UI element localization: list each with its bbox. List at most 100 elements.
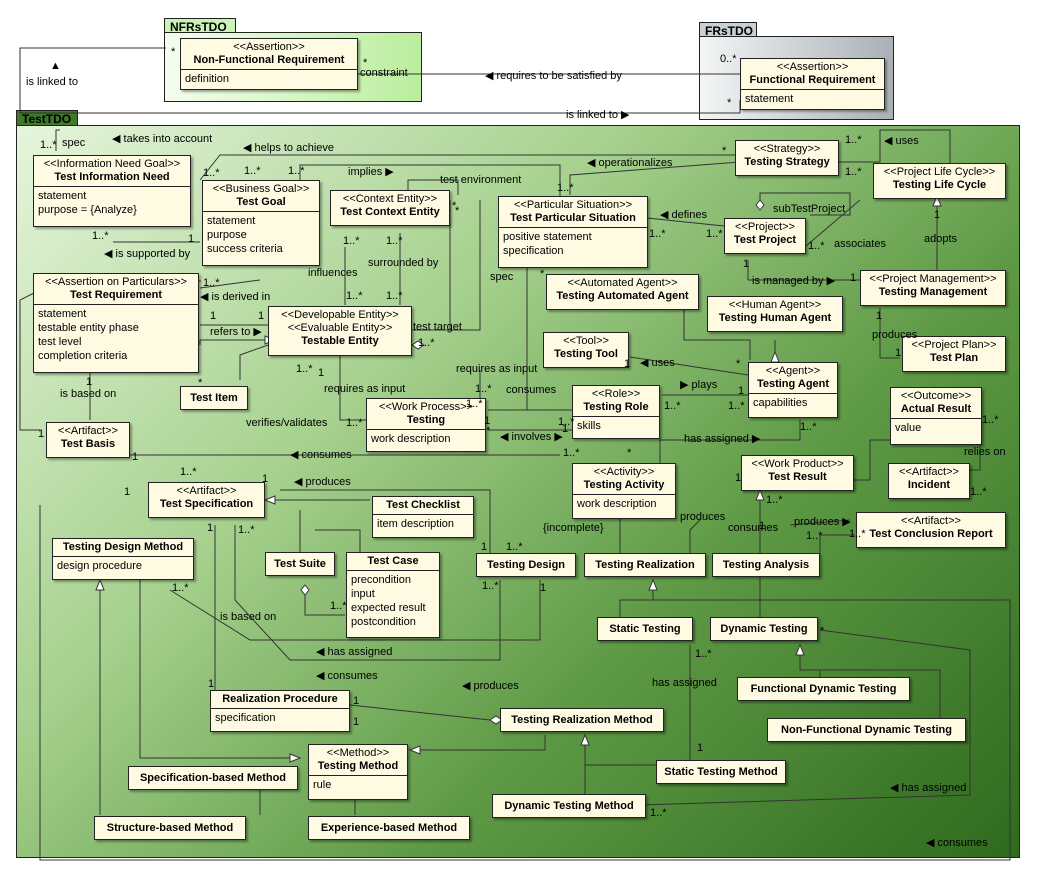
- class-name: Testing Design: [486, 559, 566, 571]
- association-label: produces: [872, 329, 918, 341]
- multiplicity: *: [540, 268, 545, 280]
- stereotype: <<Artifact>>: [901, 515, 961, 527]
- class-functional-requirement[interactable]: <<Assertion>>Functional Requirement stat…: [740, 58, 885, 110]
- class-testing-life-cycle[interactable]: <<Project Life Cycle>>Testing Life Cycle: [873, 163, 1006, 199]
- attribute: purpose = {Analyze}: [38, 204, 137, 216]
- class-testing-automated-agent[interactable]: <<Automated Agent>>Testing Automated Age…: [546, 274, 699, 310]
- multiplicity: 1..*: [970, 486, 987, 498]
- class-realization-procedure[interactable]: Realization Procedure specification: [210, 690, 350, 732]
- multiplicity: 1: [353, 695, 360, 707]
- class-test-particular-situation[interactable]: <<Particular Situation>>Test Particular …: [498, 196, 648, 268]
- class-name: Testing Activity: [583, 479, 665, 491]
- class-testing-role[interactable]: <<Role>>Testing Role skills: [572, 385, 660, 439]
- attribute: specification: [215, 712, 276, 724]
- multiplicity: 1..*: [664, 400, 681, 412]
- multiplicity: *: [363, 57, 368, 69]
- multiplicity: *: [727, 97, 732, 109]
- class-name: Test Information Need: [54, 171, 170, 183]
- class-name: Testable Entity: [301, 335, 379, 347]
- association-label: requires as input: [456, 363, 538, 375]
- class-name: Test Plan: [929, 352, 979, 364]
- class-testing-agent[interactable]: <<Agent>>Testing Agent capabilities: [748, 362, 838, 418]
- class-non-functional-requirement[interactable]: <<Assertion>>Non-Functional Requirement …: [180, 38, 358, 90]
- class-testing-design-method[interactable]: Testing Design Method design procedure: [52, 538, 194, 580]
- association-label: ◀ produces: [462, 680, 519, 692]
- class-functional-dynamic-testing[interactable]: Functional Dynamic Testing: [737, 677, 910, 701]
- association-label: test target: [413, 321, 462, 333]
- class-name: Functional Dynamic Testing: [750, 683, 897, 695]
- class-testing-human-agent[interactable]: <<Human Agent>>Testing Human Agent: [707, 296, 843, 332]
- class-test-specification[interactable]: <<Artifact>>Test Specification: [148, 482, 265, 518]
- attribute: statement: [38, 190, 87, 202]
- stereotype: <<Assertion>>: [233, 41, 305, 53]
- multiplicity: 1..*: [92, 230, 109, 242]
- multiplicity: 1..*: [557, 182, 574, 194]
- class-name: Incident: [907, 479, 951, 491]
- class-name: Test Item: [190, 392, 238, 404]
- class-test-context-entity[interactable]: <<Context Entity>>Test Context Entity: [330, 190, 450, 226]
- class-test-information-need[interactable]: <<Information Need Goal>>Test Informatio…: [33, 155, 191, 227]
- class-name: Testing Role: [583, 401, 649, 413]
- class-static-testing[interactable]: Static Testing: [597, 617, 693, 641]
- association-label: ◀ is derived in: [200, 291, 271, 303]
- multiplicity: 1..*: [346, 290, 363, 302]
- multiplicity: 1..*: [800, 421, 817, 433]
- association-label: ◀ defines: [660, 209, 707, 221]
- class-testing-realization[interactable]: Testing Realization: [584, 553, 706, 577]
- class-testing[interactable]: <<Work Process>>Testing work description: [366, 398, 486, 452]
- attribute: definition: [185, 73, 230, 85]
- class-test-project[interactable]: <<Project>>Test Project: [724, 218, 806, 254]
- association-label: produces: [680, 511, 726, 523]
- class-test-requirement[interactable]: <<Assertion on Particulars>>Test Require…: [33, 273, 199, 373]
- attribute: expected result: [351, 602, 426, 614]
- class-test-basis[interactable]: <<Artifact>>Test Basis: [46, 422, 130, 458]
- association-label: {incomplete}: [543, 522, 604, 534]
- class-test-result[interactable]: <<Work Product>>Test Result: [741, 455, 854, 491]
- multiplicity: 1: [738, 385, 745, 397]
- class-testing-method[interactable]: <<Method>>Testing Method rule: [308, 744, 408, 800]
- attribute: positive statement: [503, 231, 592, 243]
- class-test-suite[interactable]: Test Suite: [265, 552, 335, 576]
- class-test-item[interactable]: Test Item: [180, 386, 248, 410]
- class-test-conclusion-report[interactable]: <<Artifact>>Test Conclusion Report: [856, 512, 1006, 548]
- class-experience-based-method[interactable]: Experience-based Method: [308, 816, 470, 840]
- class-incident[interactable]: <<Artifact>>Incident: [888, 463, 970, 499]
- multiplicity: 1..*: [766, 494, 783, 506]
- class-actual-result[interactable]: <<Outcome>>Actual Result value: [890, 387, 982, 445]
- class-testing-design[interactable]: Testing Design: [476, 553, 576, 577]
- multiplicity: 1: [86, 376, 93, 388]
- class-non-functional-dynamic-testing[interactable]: Non-Functional Dynamic Testing: [767, 718, 966, 742]
- class-structure-based-method[interactable]: Structure-based Method: [94, 816, 246, 840]
- class-dynamic-testing[interactable]: Dynamic Testing: [710, 617, 818, 641]
- class-testing-tool[interactable]: <<Tool>>Testing Tool: [543, 332, 629, 368]
- class-testing-strategy[interactable]: <<Strategy>>Testing Strategy: [735, 140, 839, 176]
- class-testing-analysis[interactable]: Testing Analysis: [712, 553, 820, 577]
- class-dynamic-testing-method[interactable]: Dynamic Testing Method: [492, 794, 646, 818]
- class-specification-based-method[interactable]: Specification-based Method: [128, 766, 298, 790]
- class-test-plan[interactable]: <<Project Plan>>Test Plan: [902, 336, 1006, 372]
- class-name: Test Suite: [274, 558, 326, 570]
- multiplicity: 1..*: [386, 290, 403, 302]
- multiplicity: 1..*: [180, 466, 197, 478]
- association-label: constraint: [360, 67, 408, 79]
- class-testable-entity[interactable]: <<Developable Entity>><<Evaluable Entity…: [268, 306, 412, 356]
- multiplicity: 1..*: [845, 134, 862, 146]
- class-static-testing-method[interactable]: Static Testing Method: [656, 760, 786, 784]
- class-testing-activity[interactable]: <<Activity>>Testing Activity work descri…: [572, 463, 676, 519]
- class-name: Specification-based Method: [139, 772, 287, 784]
- attribute: design procedure: [57, 560, 143, 572]
- class-name: Realization Procedure: [222, 693, 338, 705]
- multiplicity: 1..*: [728, 400, 745, 412]
- association-label: ◀ consumes: [316, 670, 378, 682]
- class-name: Testing: [406, 414, 446, 426]
- multiplicity: 1..*: [706, 228, 723, 240]
- class-testing-realization-method[interactable]: Testing Realization Method: [500, 708, 664, 732]
- class-test-checklist[interactable]: Test Checklist item description: [372, 496, 474, 538]
- association-label: relies on: [964, 446, 1006, 458]
- multiplicity: 1..*: [845, 166, 862, 178]
- attribute: precondition: [351, 574, 411, 586]
- association-label: refers to ▶: [210, 326, 262, 338]
- class-testing-management[interactable]: <<Project Management>>Testing Management: [860, 270, 1006, 306]
